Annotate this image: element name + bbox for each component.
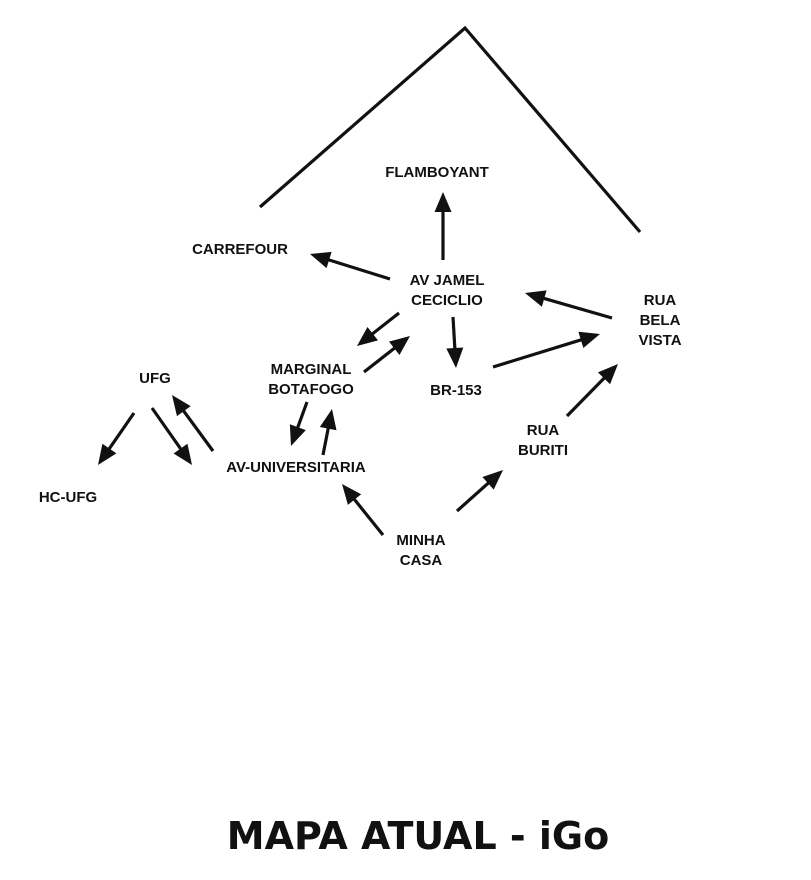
node-rua-buriti-line: BURITI	[518, 442, 568, 459]
node-ufg: UFG	[139, 370, 171, 387]
edge-av-univ-to-marginal-arrowhead	[319, 409, 337, 431]
edge-av-jamel-to-carrefour	[310, 251, 391, 281]
edge-av-univ-to-marginal-line	[321, 426, 331, 456]
edge-br153-to-rua-bela-vista	[492, 331, 600, 369]
edge-minha-casa-to-av-univ-line	[352, 497, 385, 537]
edge-ufg-to-av-univ-arrowhead	[173, 443, 192, 465]
node-carrefour: CARREFOUR	[192, 241, 288, 258]
edge-marginal-to-av-jamel-line	[363, 345, 397, 374]
node-rua-bela-vista-line: BELA	[640, 312, 681, 329]
edge-av-univ-to-marginal	[319, 409, 337, 456]
edge-ufg-to-hc-ufg-line	[106, 412, 136, 452]
map-title: MAPA ATUAL - iGo	[227, 814, 609, 858]
node-minha-casa-line: MINHA	[396, 532, 445, 549]
edge-marginal-to-av-univ-arrowhead	[289, 424, 306, 446]
node-marginal-line: MARGINAL	[271, 361, 352, 378]
edge-marginal-to-av-jamel-arrowhead	[389, 336, 410, 356]
edge-av-jamel-to-br153-line	[451, 316, 457, 351]
edge-minha-casa-to-av-univ-arrowhead	[342, 484, 362, 505]
edge-minha-casa-to-rua-buriti-line	[455, 480, 491, 513]
node-rua-buriti: RUA BURITI	[518, 422, 568, 459]
edge-av-jamel-to-flamboyant	[434, 192, 452, 260]
edge-minha-casa-to-rua-buriti-arrowhead	[482, 470, 503, 490]
node-rua-bela-vista-line: VISTA	[638, 332, 681, 349]
edge-rua-buriti-to-rua-bela-vista-arrowhead	[597, 364, 618, 385]
node-rua-buriti-line: RUA	[527, 422, 560, 439]
edge-ufg-to-hc-ufg	[98, 412, 136, 465]
edge-ufg-to-hc-ufg-arrowhead	[98, 443, 117, 465]
edge-br153-to-rua-bela-vista-line	[492, 337, 584, 369]
edge-minha-casa-to-rua-buriti	[455, 470, 503, 513]
node-av-univ-line: AV-UNIVERSITARIA	[226, 459, 366, 476]
edge-av-jamel-to-br153	[446, 316, 464, 368]
node-br153: BR-153	[430, 382, 482, 399]
edge-br153-to-rua-bela-vista-arrowhead	[578, 331, 600, 349]
edge-av-univ-to-ufg-line	[181, 408, 215, 452]
node-flamboyant-line: FLAMBOYANT	[385, 164, 489, 181]
node-marginal-line: BOTAFOGO	[268, 381, 354, 398]
edge-rua-bela-vista-to-av-jamel-arrowhead	[525, 290, 547, 307]
node-av-jamel: AV JAMEL CECICLIO	[410, 272, 485, 309]
edge-marginal-to-av-jamel	[363, 336, 410, 374]
node-av-jamel-line: CECICLIO	[411, 292, 483, 309]
node-rua-bela-vista-line: RUA	[644, 292, 677, 309]
edge-av-univ-to-ufg	[172, 395, 215, 452]
edge-av-jamel-to-marginal-arrowhead	[357, 326, 378, 346]
edge-minha-casa-to-av-univ	[342, 484, 385, 537]
edge-av-jamel-to-flamboyant-arrowhead	[434, 192, 452, 212]
node-flamboyant: FLAMBOYANT	[385, 164, 489, 181]
edge-av-jamel-to-br153-arrowhead	[446, 347, 464, 368]
node-av-jamel-line: AV JAMEL	[410, 272, 485, 289]
node-hc-ufg: HC-UFG	[39, 489, 97, 506]
edge-rua-bela-vista-to-av-jamel-line	[541, 296, 613, 320]
edge-rua-buriti-to-rua-bela-vista	[565, 364, 618, 418]
edge-rua-bela-vista-to-av-jamel	[525, 290, 613, 320]
edge-ufg-to-av-univ	[150, 407, 192, 465]
edge-av-jamel-to-carrefour-line	[326, 257, 391, 281]
edge-rua-bela-vista-to-carrefour-line	[258, 25, 642, 234]
node-av-univ: AV-UNIVERSITARIA	[226, 459, 366, 476]
node-hc-ufg-line: HC-UFG	[39, 489, 97, 506]
edge-ufg-to-av-univ-line	[150, 407, 183, 452]
node-marginal: MARGINAL BOTAFOGO	[268, 361, 354, 398]
node-ufg-line: UFG	[139, 370, 171, 387]
edges-layer	[98, 25, 642, 537]
nodes-layer: FLAMBOYANT CARREFOUR AV JAMEL CECICLIO RUA BE…	[39, 164, 682, 569]
node-carrefour-line: CARREFOUR	[192, 241, 288, 258]
node-br153-line: BR-153	[430, 382, 482, 399]
edge-av-jamel-to-carrefour-arrowhead	[310, 251, 332, 269]
edge-av-jamel-to-marginal	[357, 311, 400, 346]
node-minha-casa: MINHA CASA	[396, 532, 445, 569]
edge-av-univ-to-ufg-arrowhead	[172, 395, 191, 417]
node-rua-bela-vista: RUA BELA VISTA	[638, 292, 681, 349]
node-minha-casa-line: CASA	[400, 552, 443, 569]
edge-marginal-to-av-univ	[289, 401, 309, 446]
edge-marginal-to-av-univ-line	[295, 401, 309, 430]
edge-rua-buriti-to-rua-bela-vista-line	[565, 375, 607, 418]
edge-av-jamel-to-marginal-line	[370, 311, 400, 337]
edge-rua-bela-vista-to-carrefour	[258, 25, 642, 234]
